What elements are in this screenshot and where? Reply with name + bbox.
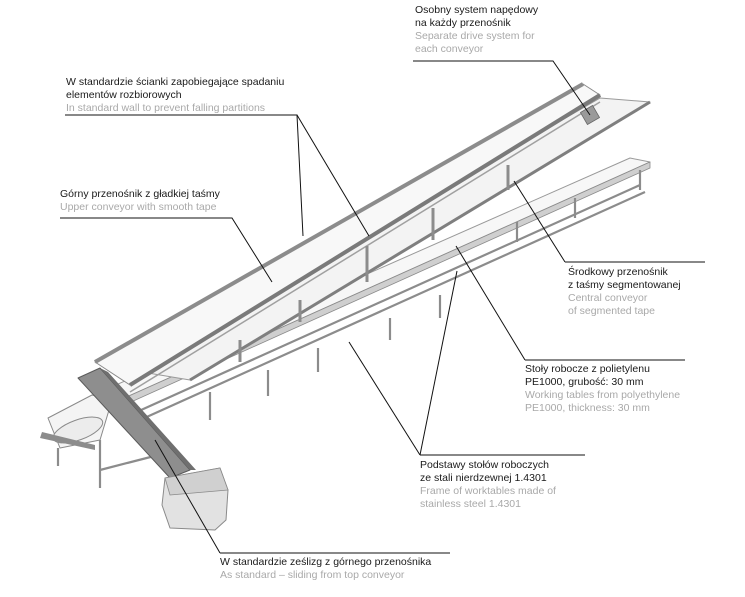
callout-pl-line: na każdy przenośnik bbox=[415, 17, 511, 29]
callout-pl-line: Podstawy stołów roboczych bbox=[420, 459, 549, 471]
callout-en-line: As standard – sliding from top conveyor bbox=[220, 569, 405, 581]
leader-working-tables-2 bbox=[455, 245, 526, 361]
callout-pl-line: ze stali nierdzewnej 1.4301 bbox=[420, 472, 547, 484]
collection-bin bbox=[161, 467, 229, 531]
callout-upper-conveyor: Górny przenośnik z gładkiej taśmy Upper … bbox=[60, 188, 220, 214]
callout-drive-system: Osobny system napędowy na każdy przenośn… bbox=[415, 4, 538, 56]
callout-en-line: stainless steel 1.4301 bbox=[420, 498, 521, 510]
upper-conveyor bbox=[94, 82, 602, 393]
callout-pl-line: Stoły robocze z polietylenu bbox=[525, 363, 650, 375]
leader-central-conveyor-2 bbox=[513, 180, 566, 263]
leader-drive-system bbox=[413, 60, 591, 116]
callout-table-frames: Podstawy stołów roboczych ze stali nierd… bbox=[420, 459, 556, 511]
callout-en-line: In standard wall to prevent falling part… bbox=[66, 102, 266, 114]
callout-en-line: Separate drive system for bbox=[415, 30, 535, 42]
callout-pl-line: Osobny system napędowy bbox=[415, 4, 539, 16]
callout-pl-line: W standardzie ześlizg z górnego przenośn… bbox=[220, 556, 432, 568]
callout-pl-line: elementów rozbiorowych bbox=[66, 89, 182, 101]
leader-lines bbox=[60, 60, 705, 554]
leader-table-frames-2 bbox=[348, 341, 421, 456]
callout-en-line: of segmented tape bbox=[568, 305, 655, 317]
chute bbox=[77, 367, 196, 479]
leader-table-frames-3 bbox=[419, 270, 458, 456]
callout-en-line: Working tables from polyethylene bbox=[525, 389, 681, 401]
callout-en-line: Upper conveyor with smooth tape bbox=[60, 201, 217, 213]
callout-central-conveyor: Środkowy przenośnik z taśmy segmentowane… bbox=[568, 266, 681, 318]
callout-pl-line: Środkowy przenośnik bbox=[568, 266, 668, 278]
callout-walls: W standardzie ścianki zapobiegające spad… bbox=[66, 76, 284, 115]
callout-en-line: Central conveyor bbox=[568, 292, 648, 304]
table-frame bbox=[129, 170, 646, 422]
callout-chute: W standardzie ześlizg z górnego przenośn… bbox=[220, 556, 431, 582]
callout-en-line: each conveyor bbox=[415, 43, 484, 55]
leader-chute-2 bbox=[154, 439, 221, 554]
callout-en-line: Frame of worktables made of bbox=[420, 485, 556, 497]
callout-pl-line: PE1000, grubość: 30 mm bbox=[525, 376, 644, 388]
callout-en-line: PE1000, thickness: 30 mm bbox=[525, 402, 650, 414]
callout-working-tables: Stoły robocze z polietylenu PE1000, grub… bbox=[525, 363, 680, 415]
leader-walls-2 bbox=[296, 114, 370, 237]
callout-pl-line: W standardzie ścianki zapobiegające spad… bbox=[66, 76, 285, 88]
callout-pl-line: Górny przenośnik z gładkiej taśmy bbox=[60, 188, 220, 200]
callout-pl-line: z taśmy segmentowanej bbox=[568, 279, 681, 291]
conveyor-illustration bbox=[40, 82, 651, 531]
leader-upper-conveyor bbox=[60, 217, 273, 283]
